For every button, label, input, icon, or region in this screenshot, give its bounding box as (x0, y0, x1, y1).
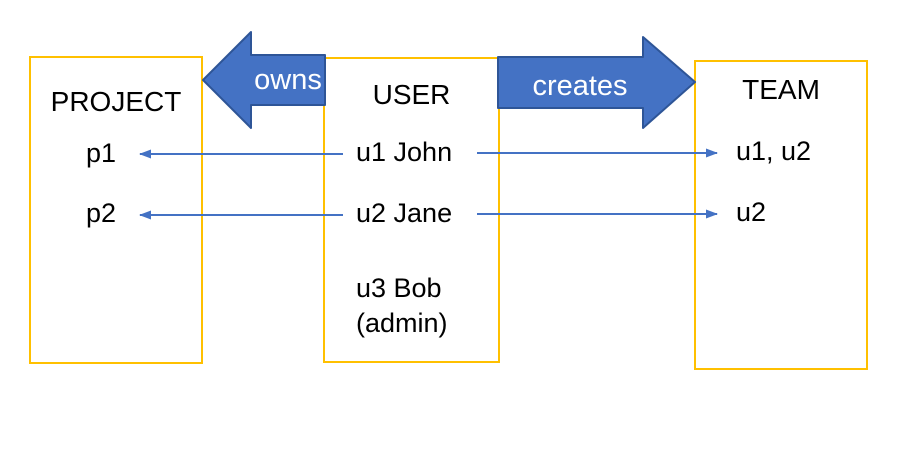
project-row-p2: p2 (86, 198, 117, 228)
team-box (694, 60, 868, 370)
user-box (323, 57, 500, 363)
team-row-u1-u2: u1, u2 (736, 136, 812, 166)
project-row-p1: p1 (86, 138, 117, 168)
user-row-u3-bob-admin: u3 Bob (admin) (356, 273, 448, 338)
project-box-title: PROJECT (50, 86, 182, 117)
project-box (29, 56, 203, 364)
user-row-u2-jane: u2 Jane (356, 198, 453, 228)
creates-arrow-label: creates (532, 70, 628, 102)
owns-arrow-label: owns (254, 64, 322, 96)
user-box-title: USER (372, 79, 451, 110)
team-row-u2: u2 (736, 197, 767, 227)
user-row-u1-john: u1 John (356, 137, 453, 167)
team-box-title: TEAM (742, 74, 820, 105)
